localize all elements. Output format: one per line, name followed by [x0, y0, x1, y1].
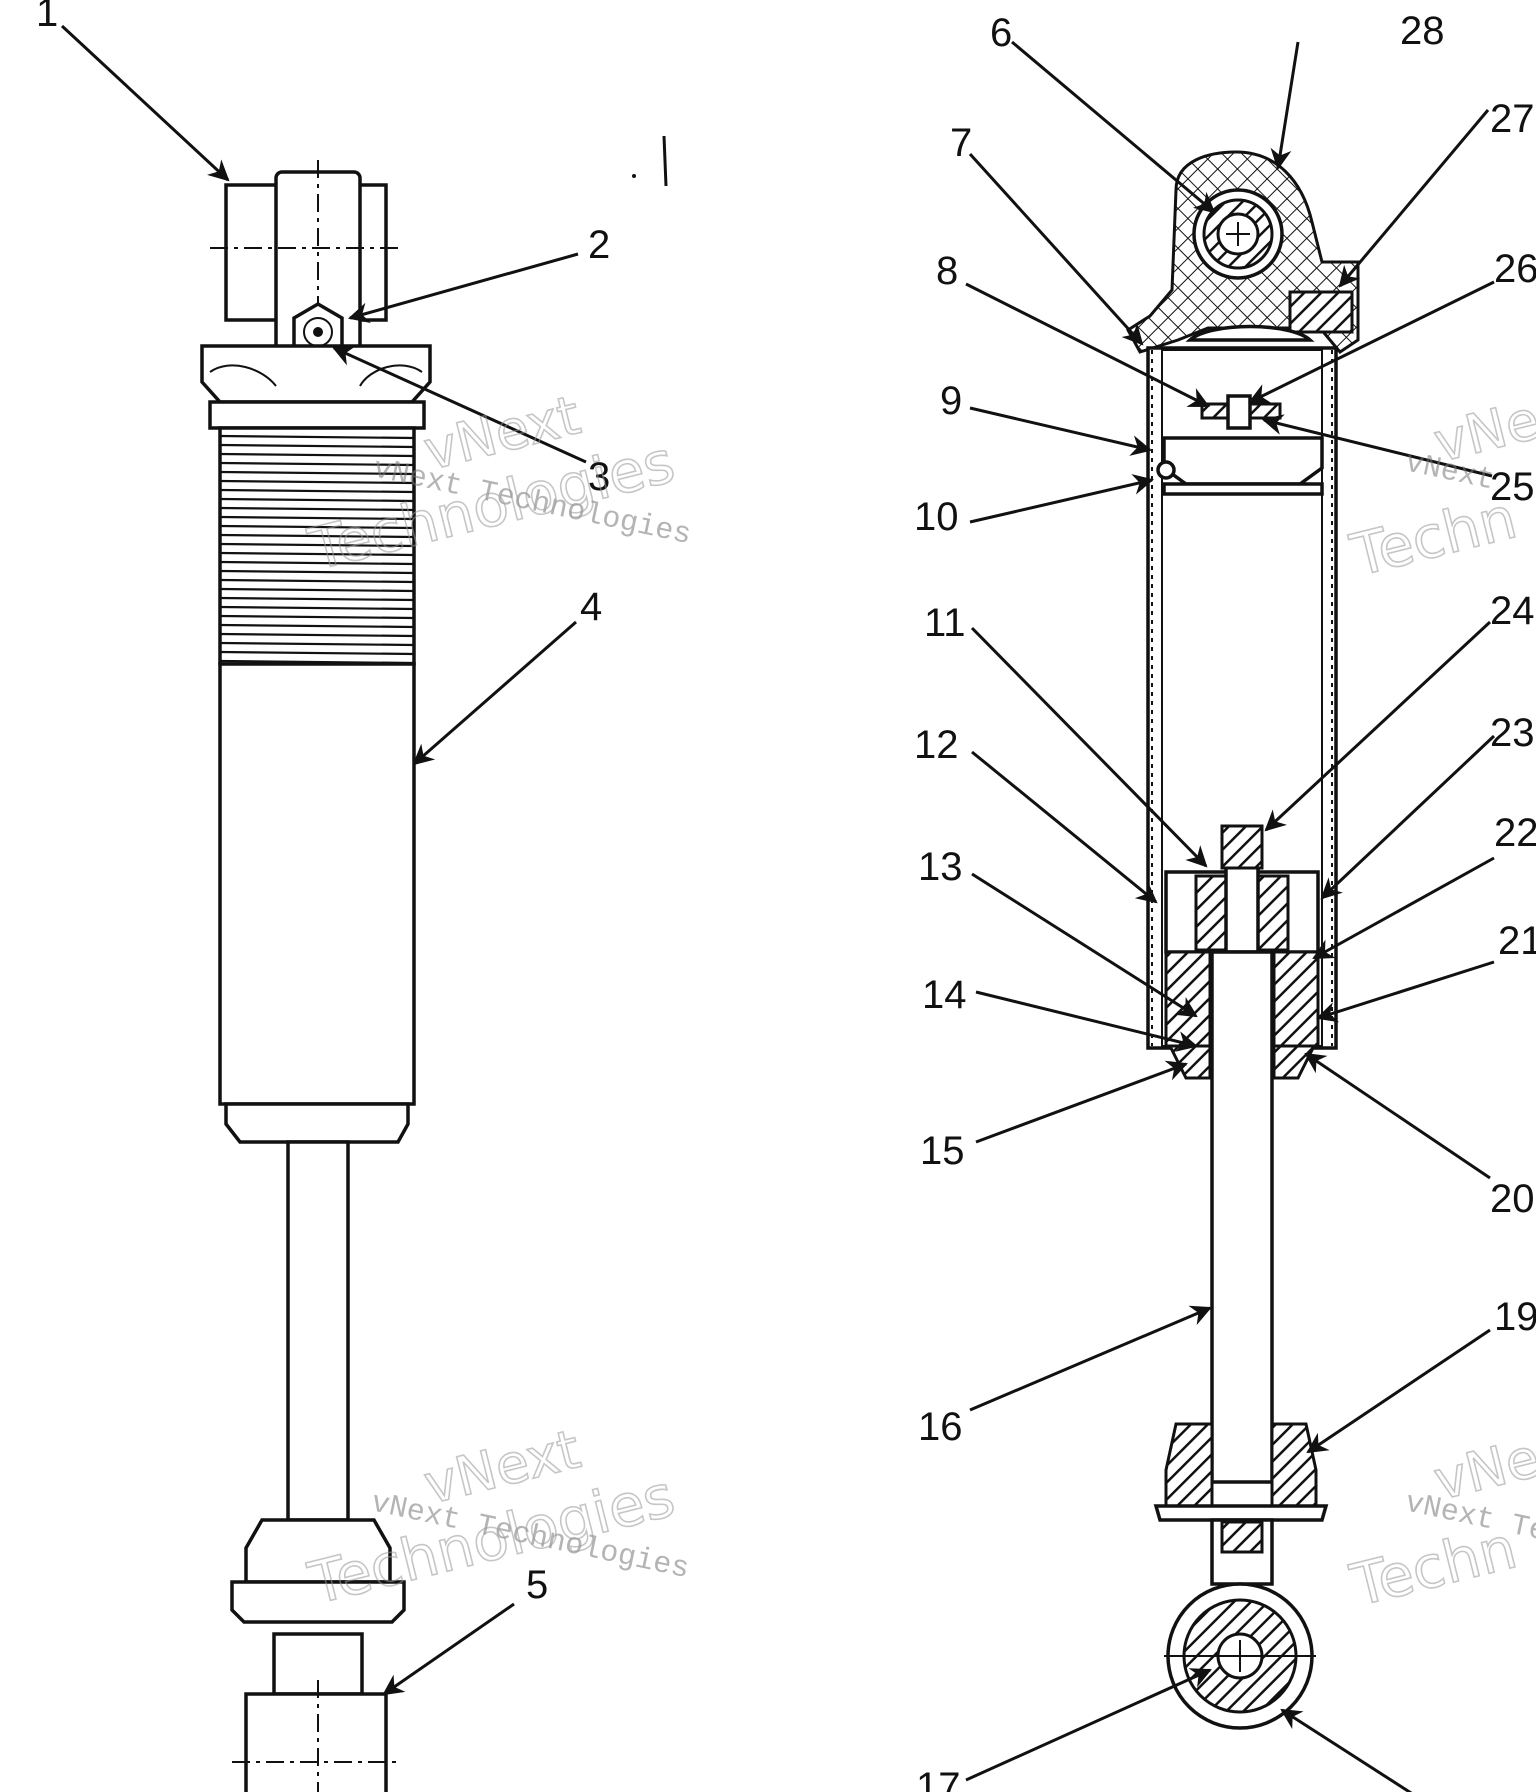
watermark-right-5: vNe: [1428, 1426, 1536, 1513]
thread-line: [219, 551, 415, 557]
thread-line: [219, 623, 415, 629]
thread-line: [219, 524, 415, 530]
thread-line: [219, 479, 415, 485]
label-11: 11: [924, 601, 966, 645]
thread-line: [219, 641, 415, 647]
thread-line: [219, 452, 415, 458]
label-21: 21: [1498, 919, 1536, 963]
body-threads: [219, 434, 415, 665]
label-20: 20: [1490, 1177, 1535, 1221]
thread-line: [219, 515, 415, 521]
thread-line: [219, 542, 415, 548]
label-27: 27: [1490, 97, 1535, 141]
label-10: 10: [914, 495, 959, 539]
label-2: 2: [588, 223, 610, 267]
thread-line: [219, 632, 415, 638]
label-22: 22: [1494, 811, 1536, 855]
thread-line: [219, 578, 415, 584]
thread-line: [219, 533, 415, 539]
thread-line: [219, 614, 415, 620]
label-4: 4: [580, 585, 602, 629]
leader-lines: [60, 24, 1496, 1792]
thread-line: [219, 488, 415, 494]
label-13: 13: [918, 845, 963, 889]
callout-labels: 1 2 3 4 5 6 7 8 9 10 11 12 13 14 15 16 1…: [36, 0, 1536, 1792]
label-1: 1: [36, 0, 58, 35]
thread-line: [219, 650, 415, 656]
thread-line: [219, 569, 415, 575]
label-23: 23: [1490, 711, 1535, 755]
external-view-shock: [200, 160, 432, 1792]
label-19: 19: [1494, 1295, 1536, 1339]
label-25: 25: [1490, 465, 1535, 509]
thread-line: [219, 461, 415, 467]
label-26: 26: [1494, 247, 1536, 291]
thread-line: [219, 506, 415, 512]
label-15: 15: [920, 1129, 965, 1173]
label-6: 6: [990, 11, 1012, 55]
watermark-right-6: Techn: [1344, 1513, 1523, 1620]
label-7: 7: [950, 121, 972, 165]
label-3: 3: [588, 455, 610, 499]
label-24: 24: [1490, 589, 1535, 633]
thread-line: [219, 434, 415, 440]
watermark-right-2: vNe: [1428, 388, 1536, 475]
label-8: 8: [936, 249, 958, 293]
thread-line: [219, 605, 415, 611]
thread-line: [219, 596, 415, 602]
label-28: 28: [1400, 9, 1445, 53]
thread-line: [219, 587, 415, 593]
watermark-right-3: Techn: [1344, 483, 1523, 590]
label-17: 17: [916, 1765, 961, 1792]
thread-line: [219, 560, 415, 566]
thread-line: [219, 497, 415, 503]
thread-line: [219, 470, 415, 476]
label-12: 12: [914, 723, 959, 767]
label-5: 5: [526, 1563, 548, 1607]
label-14: 14: [922, 973, 967, 1017]
label-9: 9: [940, 379, 962, 423]
section-view-shock: [1126, 150, 1360, 1730]
label-16: 16: [918, 1405, 963, 1449]
thread-line: [219, 443, 415, 449]
